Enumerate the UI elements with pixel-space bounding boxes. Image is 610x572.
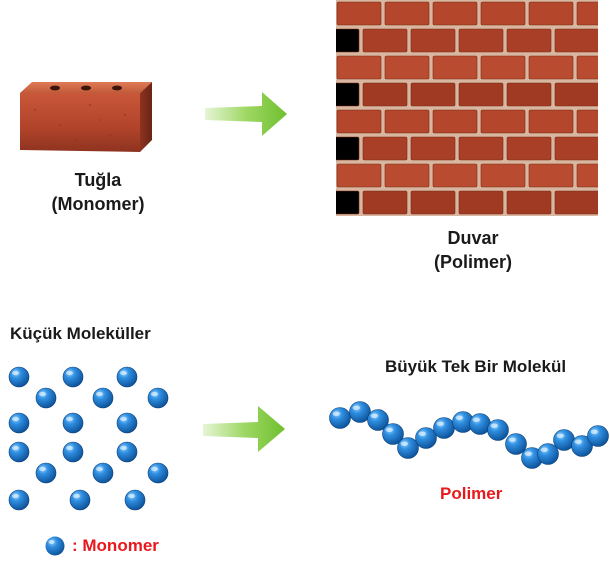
- wall-brick: [362, 190, 408, 215]
- wall-brick: [432, 109, 478, 134]
- wall-brick: [458, 82, 504, 107]
- wall-brick: [336, 163, 382, 188]
- wall-brick: [506, 28, 552, 53]
- polymer-sphere: [452, 411, 474, 433]
- monomer-sphere: [8, 489, 30, 511]
- monomer-sphere: [116, 366, 138, 388]
- wall-brick: [554, 28, 598, 53]
- wall-brick: [362, 136, 408, 161]
- polymer-sphere: [487, 419, 509, 441]
- wall-brick: [432, 1, 478, 26]
- brick-wall-illustration: [336, 0, 598, 216]
- wall-role: (Polimer): [433, 252, 512, 272]
- polymer-sphere: [505, 433, 527, 455]
- monomer-sphere: [92, 387, 114, 409]
- wall-brick: [506, 190, 552, 215]
- wall-brick: [336, 136, 360, 161]
- monomer-sphere: [35, 462, 57, 484]
- polymer-sphere: [329, 407, 351, 429]
- monomer-sphere: [92, 462, 114, 484]
- monomer-sphere: [124, 489, 146, 511]
- wall-brick: [410, 28, 456, 53]
- wall-brick: [458, 136, 504, 161]
- legend-label: : Monomer: [72, 536, 159, 555]
- wall-brick: [576, 109, 598, 134]
- wall-brick: [336, 109, 382, 134]
- monomer-sphere-icon: [45, 536, 65, 556]
- wall-brick: [480, 163, 526, 188]
- brick-role: (Monomer): [51, 194, 145, 214]
- polymer-sphere: [397, 437, 419, 459]
- wall-brick: [432, 163, 478, 188]
- monomer-sphere: [116, 412, 138, 434]
- small-molecules-title: Küçük Moleküller: [10, 324, 151, 343]
- wall-brick: [336, 1, 382, 26]
- polymer-sphere: [433, 417, 455, 439]
- wall-brick: [362, 28, 408, 53]
- monomer-sphere: [62, 441, 84, 463]
- wall-brick: [528, 109, 574, 134]
- wall-brick: [384, 163, 430, 188]
- brick-label: Tuğla (Monomer): [28, 168, 168, 216]
- wall-brick: [576, 55, 598, 80]
- wall-brick: [336, 190, 360, 215]
- wall-brick: [362, 82, 408, 107]
- polymer-sphere: [367, 409, 389, 431]
- wall-brick: [410, 190, 456, 215]
- polymer-sphere: [587, 425, 609, 447]
- wall-brick: [458, 28, 504, 53]
- polymer-chain: [329, 401, 609, 469]
- polymer-sphere: [571, 435, 593, 457]
- wall-label: Duvar (Polimer): [398, 226, 548, 274]
- wall-brick: [410, 82, 456, 107]
- big-molecule-title: Büyük Tek Bir Molekül: [385, 357, 567, 376]
- wall-brick: [336, 82, 360, 107]
- wall-brick: [554, 136, 598, 161]
- polymer-sphere: [553, 429, 575, 451]
- polymer-sphere: [382, 423, 404, 445]
- wall-brick: [336, 28, 360, 53]
- wall-brick: [336, 55, 382, 80]
- monomer-sphere: [8, 441, 30, 463]
- legend: : Monomer: [44, 535, 159, 557]
- wall-brick: [480, 55, 526, 80]
- wall-brick: [410, 136, 456, 161]
- small-molecules-cluster: [8, 366, 169, 511]
- wall-name: Duvar: [447, 228, 499, 248]
- monomer-sphere: [62, 412, 84, 434]
- monomer-sphere: [116, 441, 138, 463]
- wall-brick: [528, 163, 574, 188]
- wall-brick: [528, 1, 574, 26]
- brick-name: Tuğla: [74, 170, 122, 190]
- monomer-sphere: [35, 387, 57, 409]
- wall-brick: [384, 55, 430, 80]
- wall-brick: [480, 109, 526, 134]
- wall-brick: [384, 1, 430, 26]
- monomer-sphere: [147, 462, 169, 484]
- polymer-sphere: [537, 443, 559, 465]
- wall-brick: [432, 55, 478, 80]
- polymer-label: Polimer: [440, 484, 503, 503]
- wall-brick: [554, 82, 598, 107]
- polymer-sphere: [415, 427, 437, 449]
- monomer-sphere: [8, 366, 30, 388]
- wall-brick: [554, 190, 598, 215]
- wall-brick: [528, 55, 574, 80]
- monomer-sphere: [147, 387, 169, 409]
- wall-brick: [480, 1, 526, 26]
- wall-brick: [458, 190, 504, 215]
- wall-brick: [506, 82, 552, 107]
- wall-brick: [576, 163, 598, 188]
- monomer-sphere: [62, 366, 84, 388]
- wall-brick: [506, 136, 552, 161]
- polymer-sphere: [349, 401, 371, 423]
- monomer-sphere: [69, 489, 91, 511]
- monomer-sphere: [8, 412, 30, 434]
- wall-brick: [384, 109, 430, 134]
- wall-brick: [576, 1, 598, 26]
